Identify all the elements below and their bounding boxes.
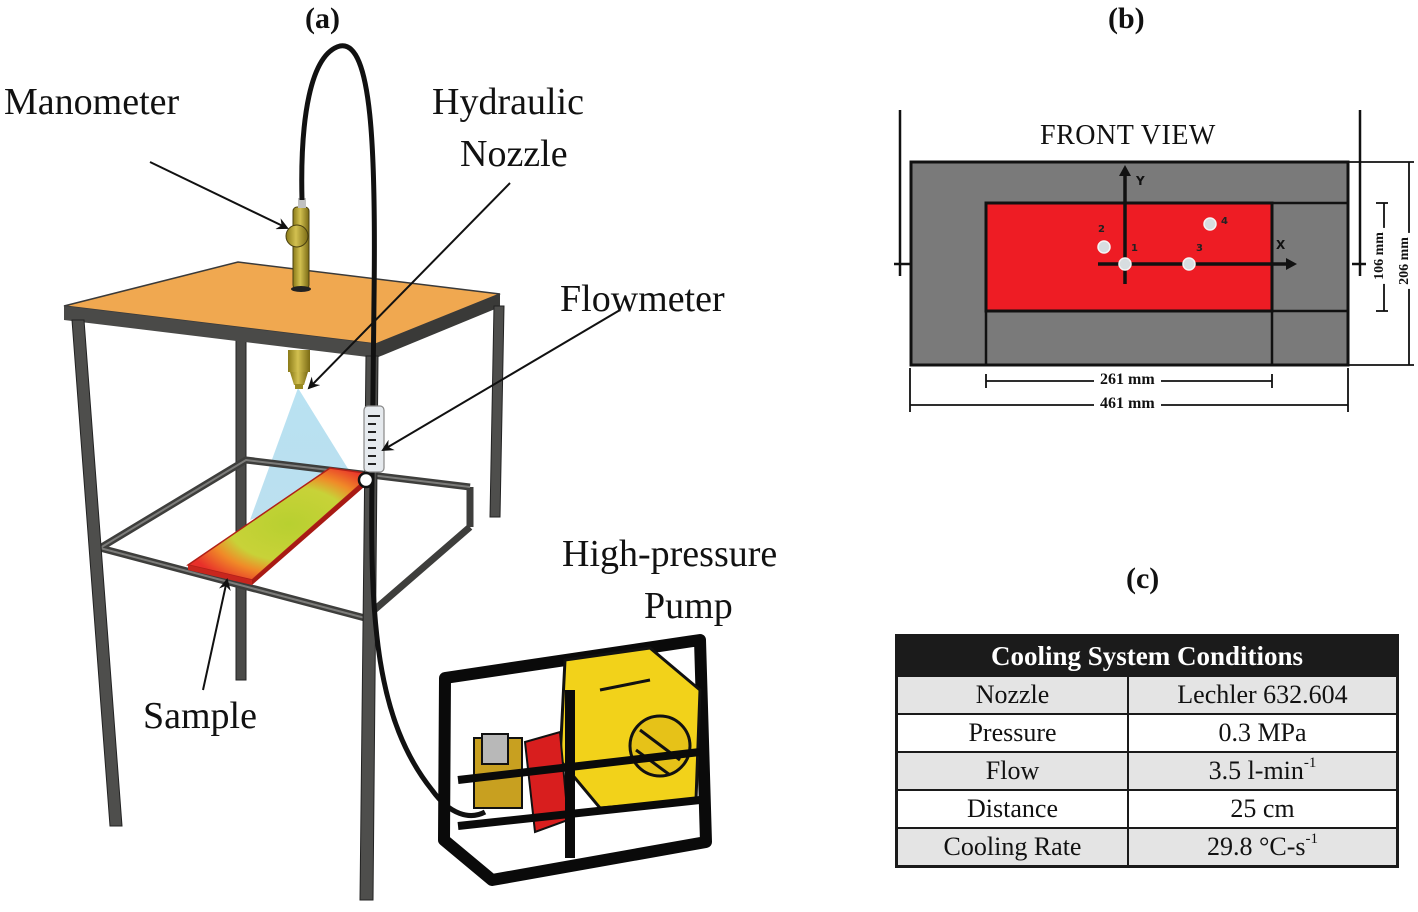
apparatus-illustration	[63, 43, 712, 901]
table-top	[63, 261, 501, 358]
table-row: Nozzle Lechler 632.604	[895, 675, 1399, 715]
x-axis-label: X	[1276, 238, 1286, 252]
row-value: Lechler 632.604	[1127, 675, 1399, 715]
sample-callout: Sample	[143, 695, 257, 737]
pump-callout-line2: Pump	[644, 585, 733, 627]
row-value: 0.3 MPa	[1127, 713, 1399, 753]
row-value-text: 3.5 l-min	[1208, 756, 1304, 785]
row-value: 29.8 °C-s-1	[1127, 827, 1399, 868]
pump-callout-line1: High-pressure	[562, 533, 778, 575]
row-value-text: 25 cm	[1230, 794, 1295, 823]
hydraulic-nozzle-callout-line2: Nozzle	[460, 133, 568, 175]
row-key: Nozzle	[895, 675, 1129, 715]
manometer	[285, 198, 311, 292]
outer-height-dimension: 206 mm	[1396, 233, 1413, 289]
table-row: Pressure 0.3 MPa	[895, 713, 1399, 753]
hydraulic-nozzle	[288, 350, 310, 389]
row-value: 25 cm	[1127, 789, 1399, 829]
nozzle-arrow	[307, 182, 511, 390]
coordinate-axes	[1098, 172, 1290, 284]
callout-arrows	[149, 161, 621, 691]
sample-region	[984, 201, 1274, 313]
row-key: Pressure	[895, 713, 1129, 753]
row-key: Distance	[895, 789, 1129, 829]
cooling-conditions-table: Cooling System Conditions Nozzle Lechler…	[895, 634, 1399, 868]
table-row: Cooling Rate 29.8 °C-s-1	[895, 827, 1399, 868]
flowmeter	[357, 405, 385, 489]
row-value-superscript: -1	[1305, 831, 1319, 847]
flowmeter-arrow	[381, 309, 621, 452]
point-2	[1097, 240, 1111, 254]
row-key: Flow	[895, 751, 1129, 791]
panel-b-label: (b)	[1108, 2, 1145, 35]
y-axis-arrow	[1119, 165, 1131, 176]
point-2-label: 2	[1098, 224, 1105, 235]
panel-c-label: (c)	[1126, 562, 1160, 595]
outer-plate	[909, 160, 1350, 367]
point-1-label: 1	[1131, 243, 1138, 254]
inner-height-dimension: 106 mm	[1371, 228, 1388, 284]
row-value-text: 0.3 MPa	[1218, 718, 1307, 747]
row-value-superscript: -1	[1303, 755, 1317, 771]
point-4-label: 4	[1221, 216, 1228, 227]
table-row: Flow 3.5 l-min-1	[895, 751, 1399, 791]
high-pressure-pump	[438, 634, 712, 886]
front-view-title: FRONT VIEW	[1040, 120, 1216, 151]
row-value: 3.5 l-min-1	[1127, 751, 1399, 791]
panel-a-label: (a)	[305, 2, 340, 35]
hose	[299, 43, 487, 818]
hydraulic-nozzle-callout-line1: Hydraulic	[432, 81, 584, 123]
manometer-arrow	[149, 161, 289, 230]
row-value-text: Lechler 632.604	[1177, 680, 1348, 709]
point-3-label: 3	[1196, 243, 1203, 254]
point-3	[1182, 257, 1196, 271]
table-title: Cooling System Conditions	[896, 635, 1398, 676]
row-value-text: 29.8 °C-s	[1206, 832, 1306, 861]
sample-arrow	[202, 578, 231, 691]
point-1	[1118, 257, 1132, 271]
table-back-legs	[235, 339, 247, 681]
outer-width-dimension: 461 mm	[1094, 395, 1161, 413]
y-axis-label: Y	[1136, 174, 1145, 188]
x-axis-arrow	[1286, 258, 1297, 270]
point-4	[1203, 217, 1217, 231]
manometer-callout: Manometer	[4, 81, 180, 123]
inner-width-dimension: 261 mm	[1094, 371, 1161, 389]
table-row: Distance 25 cm	[895, 789, 1399, 829]
row-key: Cooling Rate	[895, 827, 1129, 868]
flowmeter-callout: Flowmeter	[560, 278, 725, 320]
